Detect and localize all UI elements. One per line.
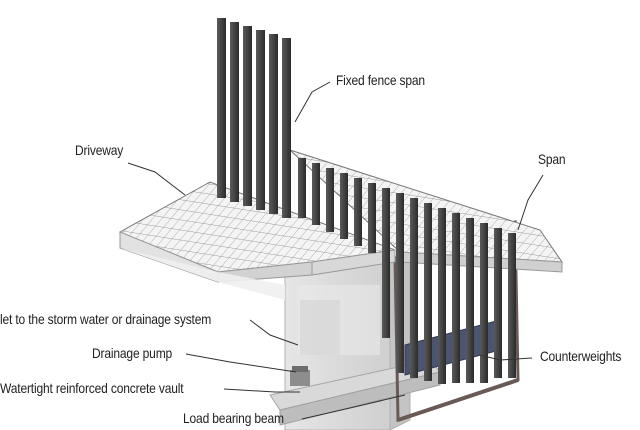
leader-pump — [185, 353, 297, 373]
span-fence-posts — [298, 158, 516, 384]
label-vault: Watertight reinforced concrete vault — [0, 380, 184, 396]
label-drainage-pump: Drainage pump — [92, 345, 173, 361]
fixed-fence-posts — [217, 18, 291, 218]
leader-beam — [301, 394, 406, 420]
label-span: Span — [538, 151, 566, 167]
leader-driveway — [127, 162, 186, 196]
label-counterweights: Counterweights — [540, 348, 622, 364]
leader-vault — [223, 388, 300, 393]
label-fixed-fence-span: Fixed fence span — [336, 72, 425, 88]
label-outlet: let to the storm water or drainage syste… — [0, 311, 212, 327]
leader-span — [517, 174, 544, 231]
leader-lines — [127, 81, 544, 420]
leader-outlet — [249, 319, 299, 346]
label-driveway: Driveway — [75, 142, 124, 158]
leader-counterweights — [479, 354, 533, 361]
drainage-pump — [290, 366, 310, 386]
label-load-bearing-beam: Load bearing beam — [183, 410, 284, 426]
driveway-slab — [118, 181, 396, 300]
leader-fixed-fence — [294, 81, 331, 123]
